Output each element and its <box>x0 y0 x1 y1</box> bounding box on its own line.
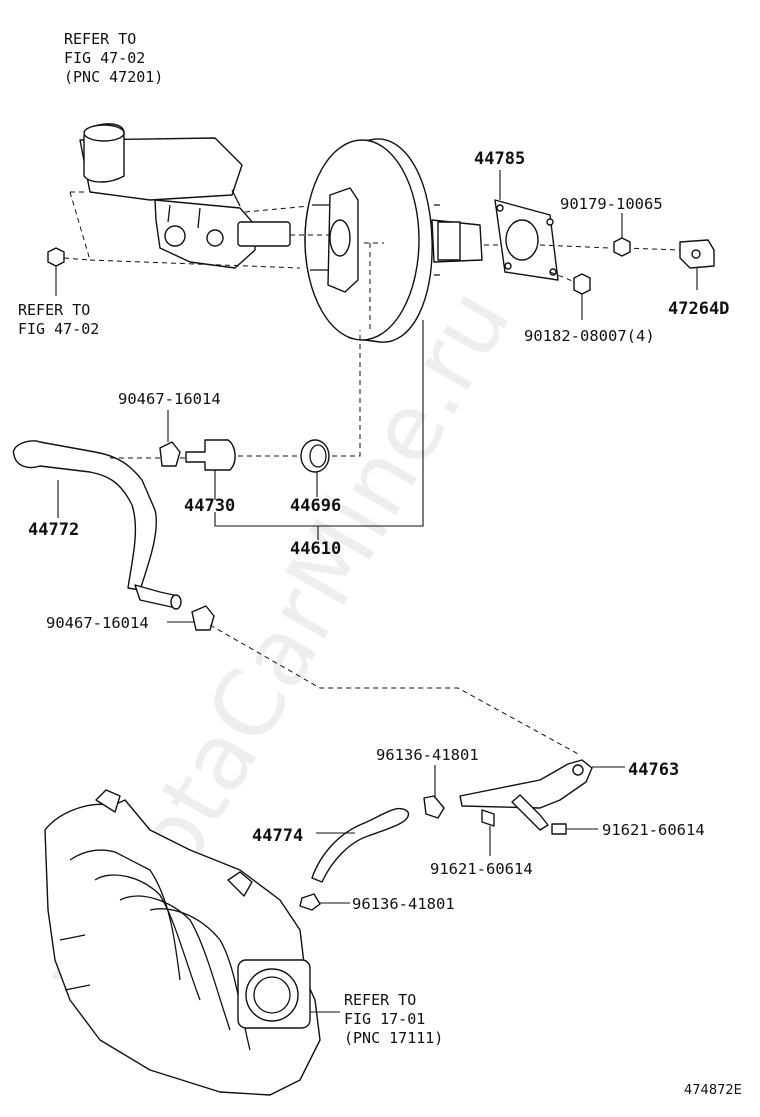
ref-nut-left-line-1: REFER TO <box>18 301 90 319</box>
gasket-drawing <box>494 199 559 281</box>
label-bolt-lower: 91621-60614 <box>430 860 533 878</box>
label-gasket: 44785 <box>474 149 525 169</box>
ref-throttle-body: REFER TO FIG 17-01 (PNC 17111) <box>344 991 443 1047</box>
clip-lower-drawing <box>191 605 215 631</box>
ref-throttle-body-line-1: REFER TO <box>344 991 416 1009</box>
intake-manifold-drawing <box>44 789 321 1096</box>
label-check-valve: 44730 <box>184 496 235 516</box>
label-clamp-lower: 96136-41801 <box>352 895 455 913</box>
ref-nut-left-line-2: FIG 47-02 <box>18 320 99 338</box>
label-nut-upper: 90179-10065 <box>560 195 663 213</box>
label-clip-lower: 90467-16014 <box>46 614 149 632</box>
label-booster-assy: 44610 <box>290 539 341 559</box>
bolt-lower-drawing <box>481 809 495 827</box>
check-valve-drawing <box>185 439 236 471</box>
label-hose-lower: 44774 <box>252 826 303 846</box>
nut-left-drawing <box>47 247 65 267</box>
ref-master-cylinder-line-1: REFER TO <box>64 30 136 48</box>
clip-upper-drawing <box>159 441 181 467</box>
vacuum-hose-lower-drawing <box>311 807 410 883</box>
label-grommet: 44696 <box>290 496 341 516</box>
vacuum-pipe-drawing <box>459 759 593 831</box>
label-clamp-upper: 96136-41801 <box>376 746 479 764</box>
label-bolt-right: 91621-60614 <box>602 821 705 839</box>
clamp-upper-drawing <box>423 795 445 819</box>
nut-lower-drawing <box>573 273 591 295</box>
clevis-drawing <box>679 239 715 269</box>
ref-master-cylinder-line-3: (PNC 47201) <box>64 68 163 86</box>
nut-upper-drawing <box>613 237 631 257</box>
ref-throttle-body-line-3: (PNC 17111) <box>344 1029 443 1047</box>
label-nut-lower: 90182-08007(4) <box>524 327 655 345</box>
label-vacuum-pipe: 44763 <box>628 760 679 780</box>
label-clip-upper: 90467-16014 <box>118 390 221 408</box>
clamp-lower-drawing <box>299 893 321 911</box>
ref-nut-left: REFER TO FIG 47-02 <box>18 301 99 338</box>
brake-booster-drawing <box>304 138 483 343</box>
grommet-drawing <box>300 439 330 473</box>
bolt-right-drawing <box>551 823 567 835</box>
ref-master-cylinder-line-2: FIG 47-02 <box>64 49 145 67</box>
label-clevis: 47264D <box>668 299 729 319</box>
vacuum-hose-upper-drawing <box>12 440 182 610</box>
ref-throttle-body-line-2: FIG 17-01 <box>344 1010 425 1028</box>
ref-master-cylinder: REFER TO FIG 47-02 (PNC 47201) <box>64 30 163 86</box>
label-vacuum-hose: 44772 <box>28 520 79 540</box>
diagram-code: 474872E <box>684 1083 742 1098</box>
master-cylinder-drawing <box>79 123 291 269</box>
